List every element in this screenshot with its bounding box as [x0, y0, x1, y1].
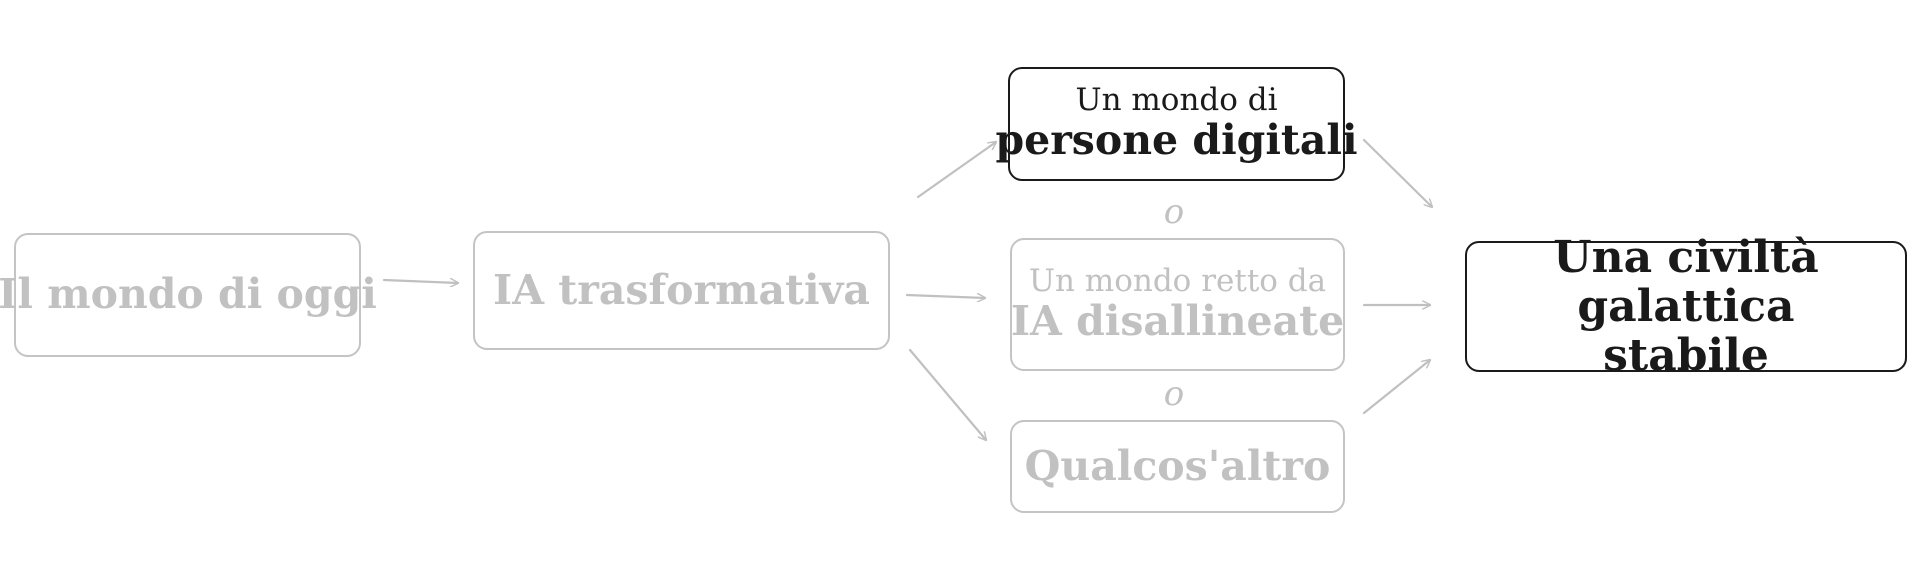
node-digital-people-label: persone digitali: [995, 116, 1358, 165]
node-galactic-civilization-line2: stabile: [1603, 330, 1769, 382]
separator-or-1: o: [1163, 192, 1185, 232]
node-misaligned-ai-prefix: Un mondo retto da: [1028, 262, 1327, 299]
node-today-world-label: Il mondo di oggi: [0, 270, 377, 319]
node-something-else: Qualcos'altro: [1010, 420, 1345, 513]
separator-or-2: o: [1163, 374, 1185, 414]
node-galactic-civilization: Una civiltà galattica stabile: [1465, 233, 1907, 380]
node-something-else-label: Qualcos'altro: [1024, 441, 1331, 490]
node-today-world: Il mondo di oggi: [0, 233, 377, 357]
node-galactic-civilization-line1: Una civiltà galattica: [1553, 231, 1819, 332]
node-digital-people-prefix: Un mondo di: [1075, 82, 1278, 119]
node-transformative-ai: IA trasformativa: [473, 231, 890, 350]
arrow-other-to-final: [1362, 360, 1430, 415]
node-transformative-ai-label: IA trasformativa: [493, 265, 870, 314]
arrow-digital-people-to-final: [1362, 138, 1432, 207]
arrow-transformative-to-misaligned-ai: [905, 295, 987, 298]
arrow-transformative-to-digital-people: [916, 142, 996, 199]
arrow-today-to-transformative: [382, 280, 460, 283]
node-misaligned-ai-label: IA disallineate: [1010, 296, 1345, 345]
node-misaligned-ai: Un mondo retto da IA disallineate: [1010, 238, 1345, 371]
arrow-transformative-to-other: [908, 348, 986, 440]
node-digital-people: Un mondo di persone digitali: [995, 67, 1358, 181]
